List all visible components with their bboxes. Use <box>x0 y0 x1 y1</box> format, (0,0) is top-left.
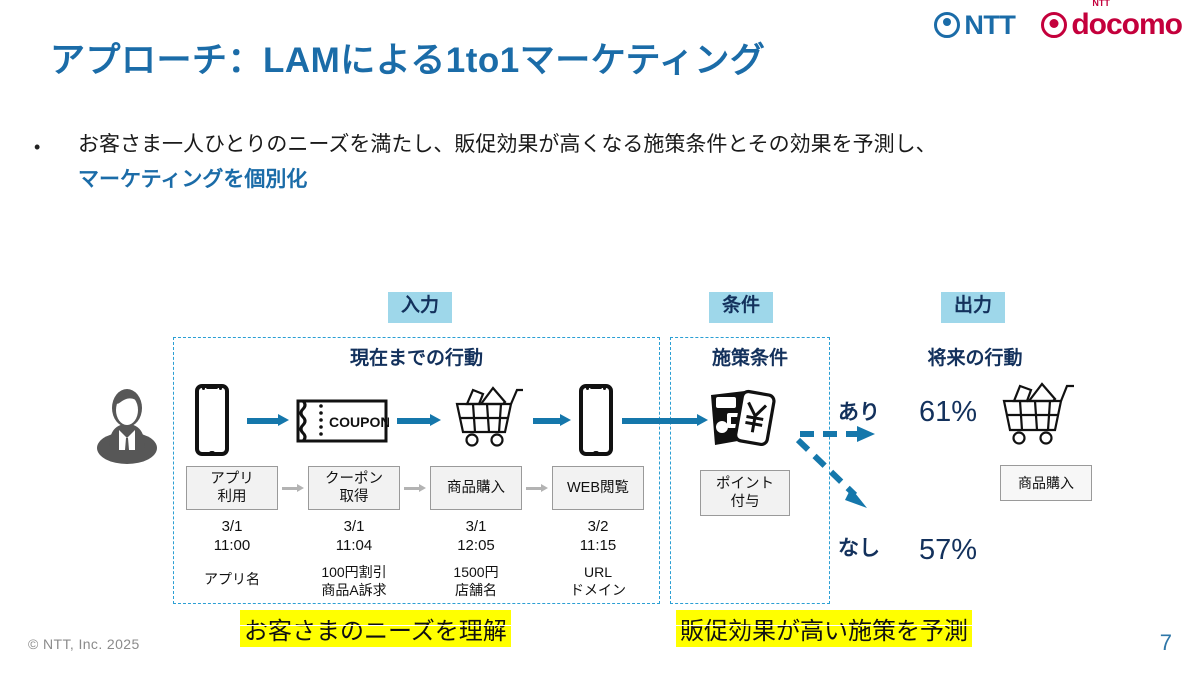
docomo-ntt-superscript: NTT <box>1092 0 1110 8</box>
behavior-time-1: 11:00 <box>213 536 251 554</box>
flow-arrow-to-condition <box>622 414 710 426</box>
condition-label-point: ポイント付与 <box>700 470 790 516</box>
behavior-date-4: 3/2 <box>587 518 609 535</box>
behavior-date-2: 3/1 <box>343 518 365 535</box>
outcome-label-with: あり <box>838 401 880 424</box>
behavior-label-row: アプリ利用 クーポン取得 商品購入 WEB閲覧 <box>186 466 656 510</box>
behavior-date-1: 3/1 <box>221 518 243 535</box>
wallet-yen-card-icon <box>703 385 781 451</box>
behavior-detail-2-line1: 100円割引 <box>321 564 387 580</box>
smartphone-icon-1 <box>195 384 229 456</box>
ntt-logo: NTT <box>934 9 1016 40</box>
behavior-detail-2: 100円割引 商品A訴求 <box>308 563 400 599</box>
bullet-marker: • <box>34 137 41 157</box>
behavior-label-4: WEB閲覧 <box>552 466 644 510</box>
step-arrow-1 <box>282 484 304 492</box>
docomo-logo-text: NTT docomo <box>1071 0 1183 41</box>
highlight-right: 販促効果が高い施策を予測 <box>676 610 972 647</box>
footer-divider <box>0 625 1200 626</box>
ntt-logo-text: NTT <box>964 9 1016 40</box>
behavior-label-4-line1: WEB閲覧 <box>566 479 630 496</box>
behavior-time-2: 11:04 <box>335 536 373 554</box>
condition-label-line2: 付与 <box>730 494 760 510</box>
outcome-value-without: 57% <box>919 534 978 566</box>
bullet-block: • お客さま一人ひとりのニーズを満たし、販促効果が高くなる施策条件とその効果を予… <box>34 131 1174 196</box>
outcome-value-with: 61% <box>919 396 978 428</box>
behavior-label-3-line1: 商品購入 <box>447 479 505 496</box>
output-label-purchase: 商品購入 <box>1000 465 1092 501</box>
flow-arrow-2 <box>397 414 441 426</box>
behavior-time-3: 12:05 <box>457 536 495 554</box>
behavior-detail-4-line2: ドメイン <box>570 582 626 599</box>
behavior-label-2-line1: クーポン <box>325 470 383 487</box>
behavior-detail-4-line1: URL <box>583 564 612 580</box>
coupon-icon: COUPON <box>295 398 390 444</box>
behavior-datetime-1: 3/1 11:00 <box>186 518 278 556</box>
behavior-label-2-line2: 取得 <box>339 489 369 505</box>
condition-panel <box>670 337 830 604</box>
behavior-date-3: 3/1 <box>465 518 487 535</box>
condition-panel-heading: 施策条件 <box>711 348 788 369</box>
flow-arrow-1 <box>247 414 289 426</box>
behavior-label-1: アプリ利用 <box>186 466 278 510</box>
behavior-detail-3: 1500円 店舗名 <box>430 563 522 599</box>
behavior-detail-3-line2: 店舗名 <box>455 582 497 599</box>
phone-camera-dot-2 <box>586 386 589 390</box>
docomo-logo: NTT docomo <box>1041 0 1183 41</box>
outcome-label-without: なし <box>838 537 880 560</box>
customer-avatar-icon <box>95 386 159 464</box>
step-arrow-2 <box>404 484 426 492</box>
input-panel-heading: 現在までの行動 <box>349 348 483 369</box>
behavior-detail-1: アプリ名 <box>186 570 278 588</box>
docomo-wordmark: docomo <box>1071 8 1183 41</box>
shopping-cart-icon-1 <box>449 382 525 448</box>
behavior-label-1-line1: アプリ <box>210 470 254 487</box>
behavior-label-2: クーポン取得 <box>308 466 400 510</box>
behavior-datetime-4: 3/2 11:15 <box>552 518 644 556</box>
tag-condition: 条件 <box>709 292 774 323</box>
phone-camera-dot <box>202 386 205 390</box>
behavior-icon-row: COUPON <box>173 380 660 462</box>
behavior-datetime-2: 3/1 11:04 <box>308 518 400 556</box>
bullet-line-2: マーケティングを個別化 <box>78 168 308 192</box>
behavior-detail-3-line1: 1500円 <box>453 564 499 580</box>
smartphone-icon-2 <box>579 384 613 456</box>
step-arrow-3 <box>526 484 548 492</box>
phone-sensor-dot <box>219 386 222 390</box>
behavior-detail-1-line1: アプリ名 <box>204 571 260 587</box>
copyright-text: © NTT, Inc. 2025 <box>28 636 140 652</box>
condition-label-line1: ポイント <box>716 475 774 492</box>
behavior-datetime-3: 3/1 12:05 <box>430 518 522 556</box>
behavior-label-1-line2: 利用 <box>217 489 247 505</box>
behavior-time-4: 11:15 <box>579 536 617 554</box>
behavior-detail-4: URL ドメイン <box>552 563 644 599</box>
svg-text:COUPON: COUPON <box>329 414 389 430</box>
behavior-detail-2-line2: 商品A訴求 <box>321 582 387 599</box>
bullet-line-1: お客さま一人ひとりのニーズを満たし、販促効果が高くなる施策条件とその効果を予測し… <box>78 133 937 156</box>
docomo-circle-icon <box>1041 12 1068 38</box>
outcome-arrows <box>795 400 955 530</box>
ntt-circle-icon <box>934 12 961 38</box>
page-title: アプローチ：LAMによる1to1マーケティング <box>50 41 766 80</box>
logo-group: NTT NTT docomo <box>934 0 1183 41</box>
page-number: 7 <box>1159 630 1172 655</box>
output-panel-heading: 将来の行動 <box>927 348 1023 369</box>
behavior-label-3: 商品購入 <box>430 466 522 510</box>
input-panel <box>173 337 660 604</box>
shopping-cart-icon-2 <box>995 378 1077 446</box>
tag-input: 入力 <box>388 292 453 323</box>
phone-sensor-dot-2 <box>603 386 606 390</box>
flow-arrow-3 <box>533 414 571 426</box>
highlight-left: お客さまのニーズを理解 <box>240 610 511 647</box>
tag-output: 出力 <box>941 292 1006 323</box>
